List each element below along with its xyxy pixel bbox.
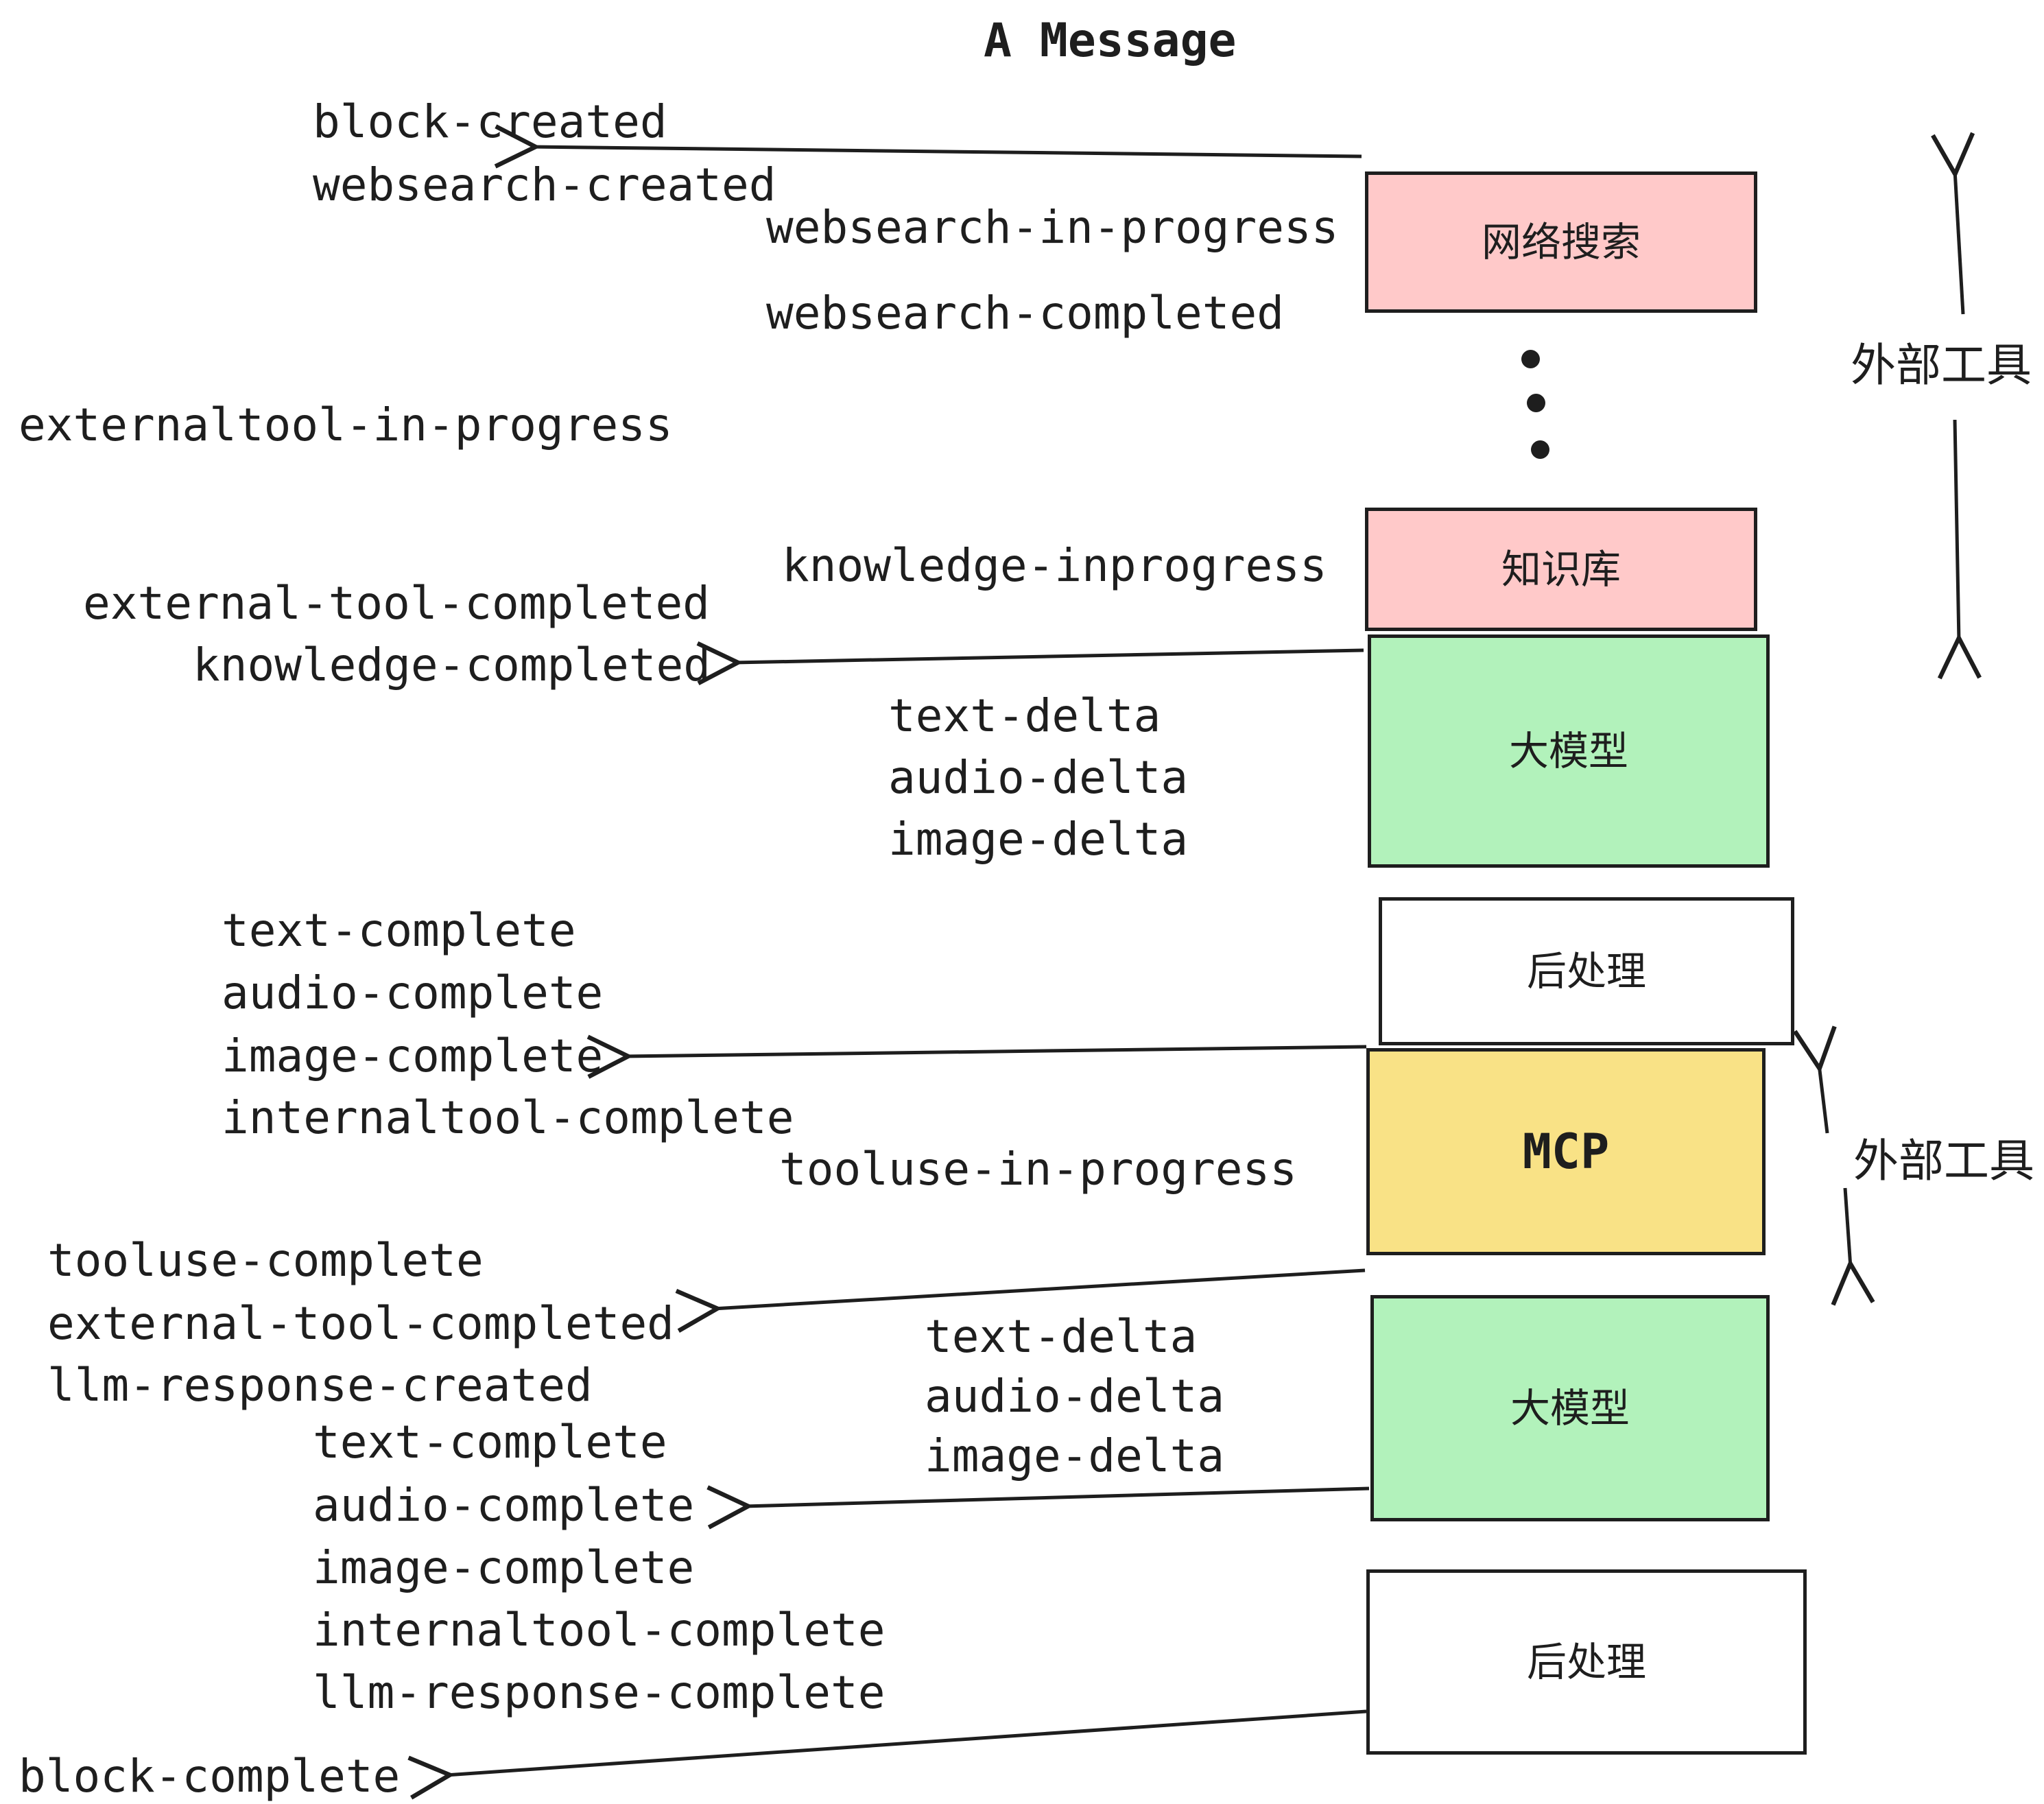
event-image-complete-1: image-complete (222, 1030, 604, 1082)
event-websearch-created: websearch-created (313, 158, 776, 211)
event-text-delta-2: text-delta (925, 1310, 1198, 1363)
arrow-block-complete (446, 1709, 1367, 1775)
event-image-delta-2: image-delta (925, 1429, 1225, 1482)
event-audio-complete-1: audio-complete (222, 966, 604, 1019)
label-external-tools-top: 外部工具 (1851, 339, 2032, 392)
event-tooluse-in-progress: tooluse-in-progress (779, 1143, 1297, 1196)
arrow-external-up-2 (1819, 1065, 1827, 1134)
arrow-tooluse-complete (713, 1268, 1366, 1309)
event-websearch-in-progress: websearch-in-progress (766, 201, 1339, 254)
event-block-complete: block-complete (19, 1750, 401, 1803)
ellipsis-dot (1527, 394, 1545, 412)
arrow-websearch-created (532, 147, 1362, 156)
arrow-complete-2 (744, 1488, 1370, 1506)
arrow-external-down-2 (1845, 1187, 1851, 1268)
event-internaltool-complete-2: internaltool-complete (313, 1604, 886, 1657)
event-knowledge-completed: knowledge-completed (193, 639, 711, 691)
ellipsis-dot (1531, 440, 1549, 459)
ellipsis-dot (1521, 350, 1540, 368)
diagram-title: A Message (984, 14, 1237, 68)
arrow-internal-complete-1 (624, 1047, 1367, 1056)
event-llm-response-complete: llm-response-complete (313, 1666, 886, 1719)
event-external-tool-completed-1: external-tool-completed (83, 577, 710, 630)
event-block-created: block-created (313, 95, 667, 148)
label-external-tools-bottom: 外部工具 (1853, 1135, 2034, 1187)
event-internaltool-complete-1: internaltool-complete (222, 1091, 794, 1144)
node-postprocess-1: 后处理 (1379, 897, 1794, 1045)
event-knowledge-inprogress: knowledge-inprogress (782, 539, 1327, 592)
event-audio-delta-1: audio-delta (888, 751, 1189, 804)
node-llm-1: 大模型 (1368, 634, 1770, 868)
event-image-delta-1: image-delta (888, 813, 1189, 866)
node-llm-2: 大模型 (1370, 1295, 1770, 1521)
arrow-external-up-1 (1955, 170, 1963, 315)
event-tooluse-complete: tooluse-complete (47, 1234, 484, 1287)
node-mcp: MCP (1366, 1048, 1766, 1255)
node-websearch: 网络搜索 (1365, 171, 1757, 313)
event-text-complete-2: text-complete (313, 1416, 667, 1469)
event-websearch-completed: websearch-completed (766, 287, 1284, 340)
arrow-external-down-1 (1955, 419, 1959, 642)
event-audio-complete-2: audio-complete (313, 1479, 695, 1532)
event-external-tool-completed-2: external-tool-completed (47, 1297, 674, 1350)
event-image-complete-2: image-complete (313, 1541, 695, 1594)
node-postprocess-2: 后处理 (1366, 1569, 1807, 1755)
event-externaltool-in-progress: externaltool-in-progress (19, 399, 673, 451)
node-knowledge-base: 知识库 (1365, 508, 1757, 631)
arrow-knowledge-completed (734, 650, 1364, 663)
event-text-complete-1: text-complete (222, 904, 576, 957)
event-audio-delta-2: audio-delta (925, 1370, 1225, 1423)
event-text-delta-1: text-delta (888, 689, 1161, 742)
event-llm-response-created: llm-response-created (47, 1359, 593, 1412)
